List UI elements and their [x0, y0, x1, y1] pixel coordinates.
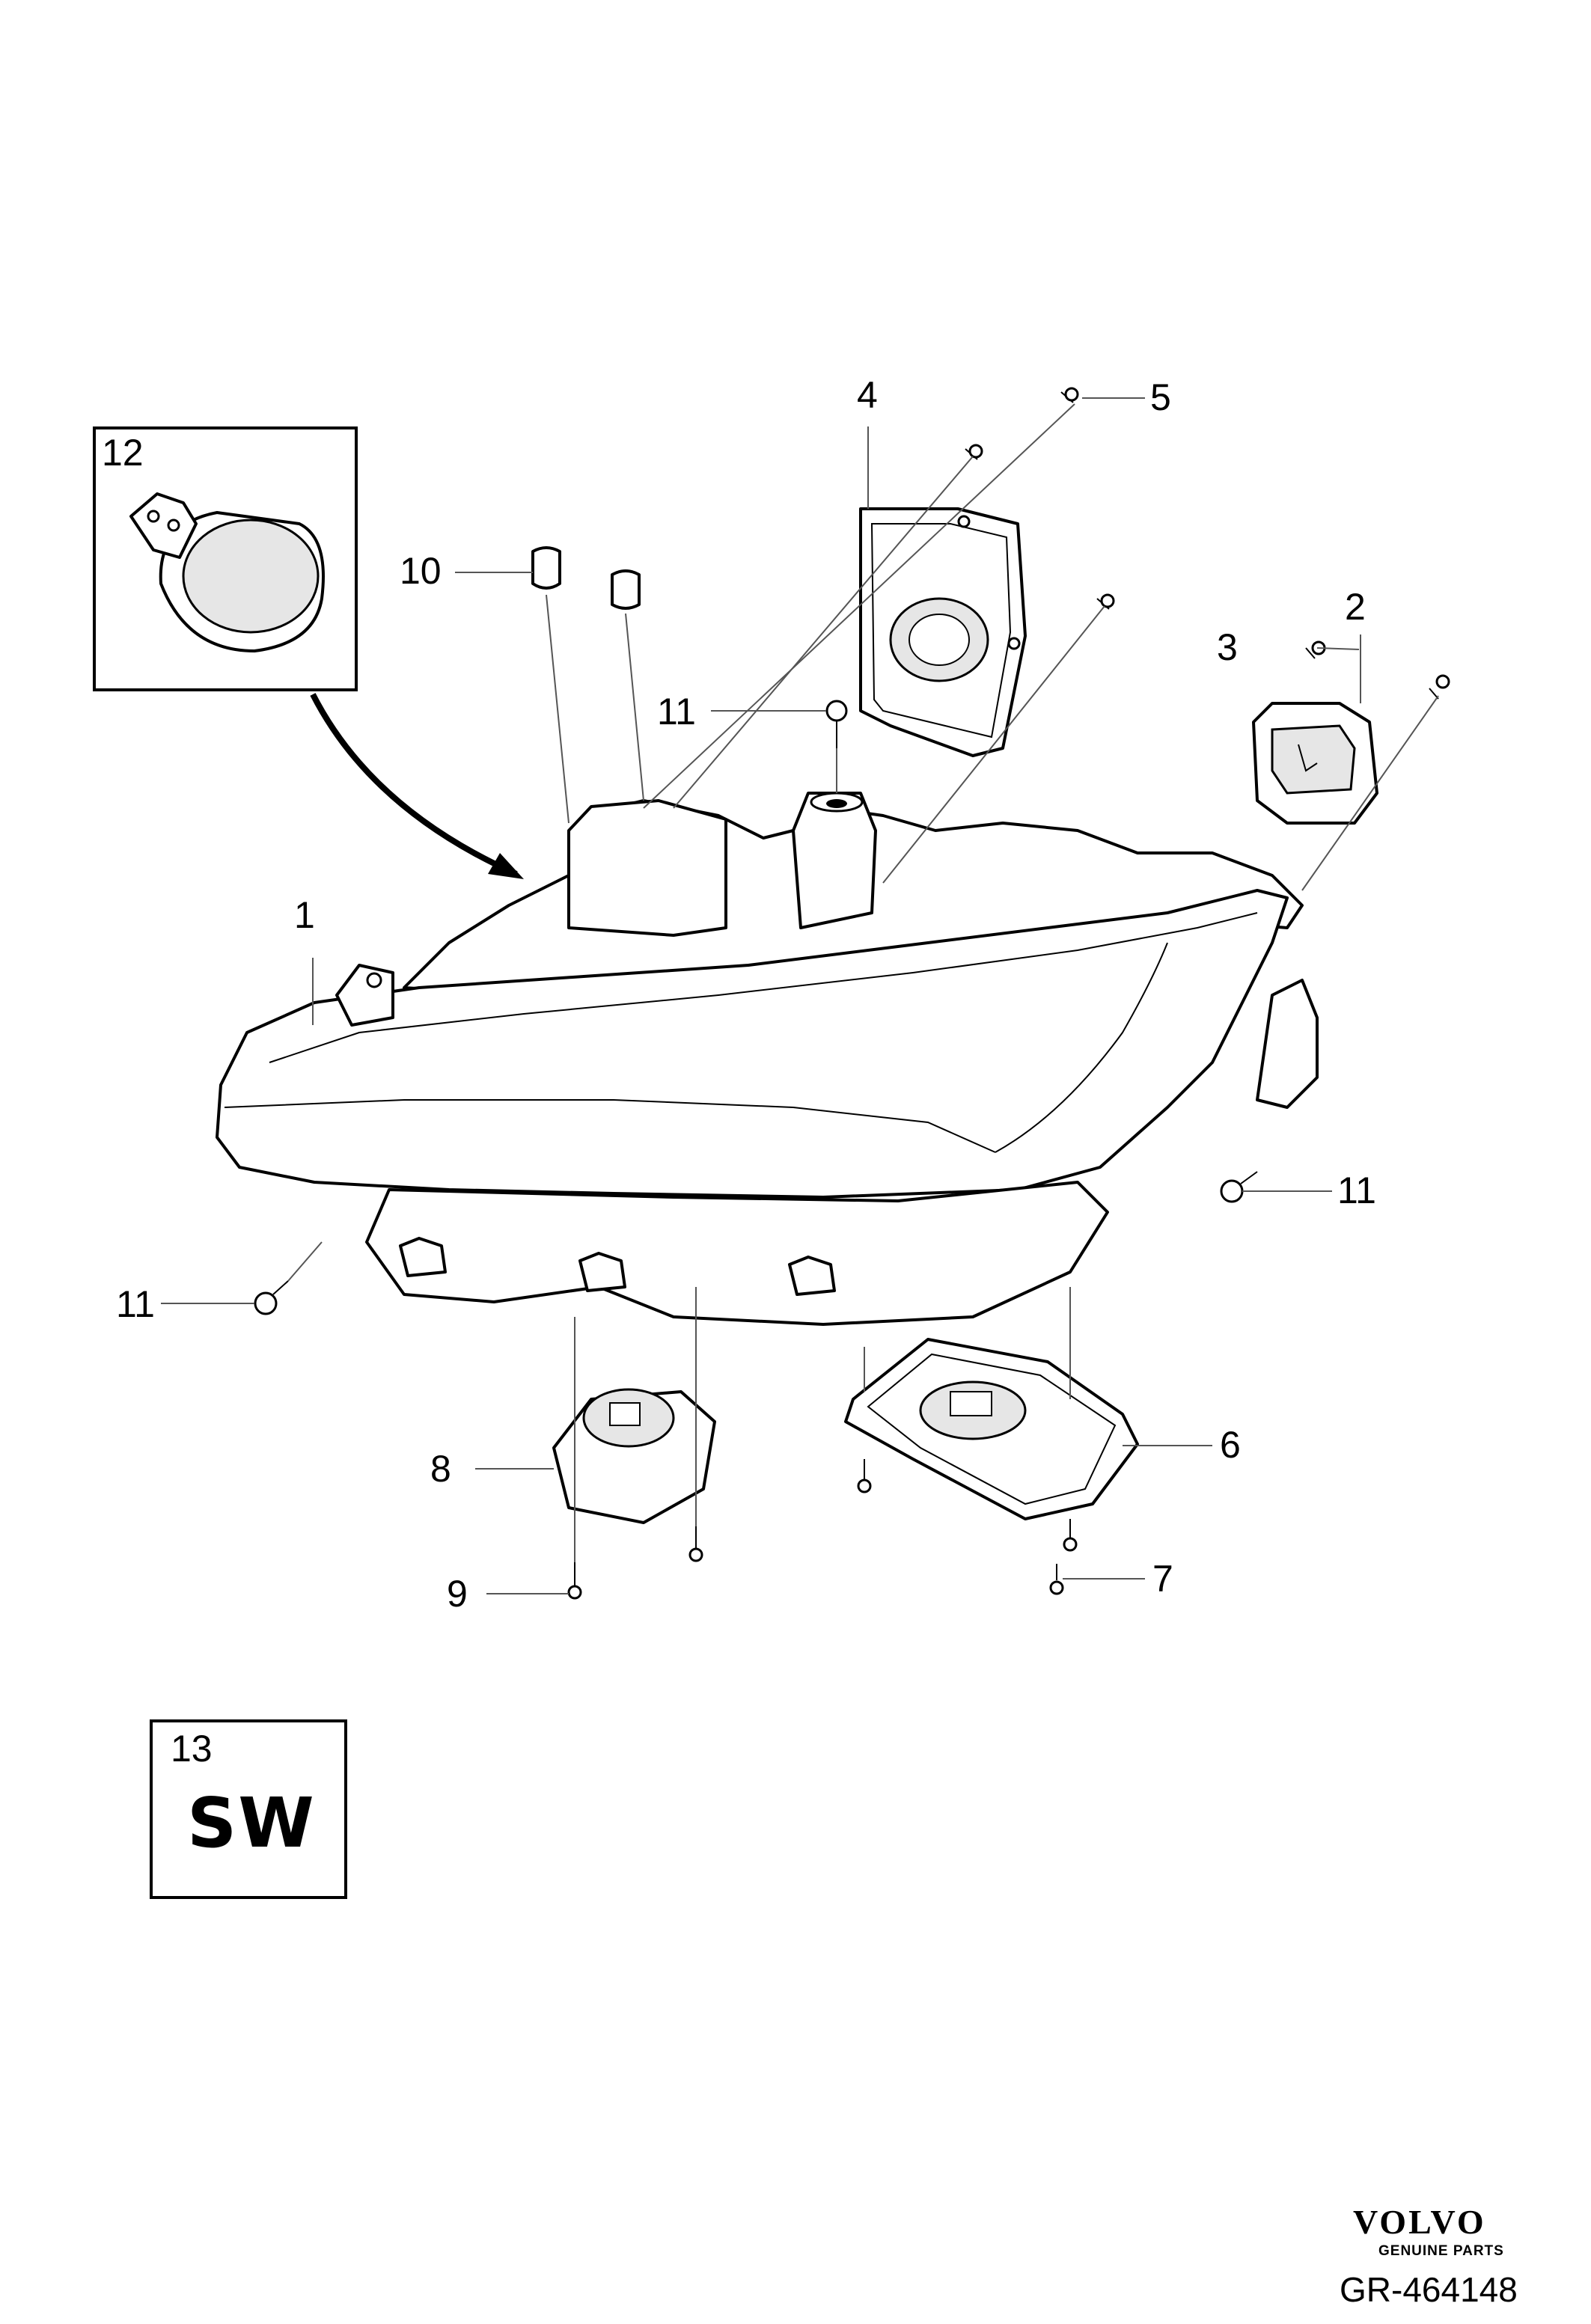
callout-11-top: 11: [657, 691, 696, 733]
screw-7a: [857, 1459, 872, 1493]
screw-3: [1305, 640, 1326, 659]
callout-4: 4: [857, 374, 878, 416]
variant-box-13: 13 SW: [150, 1719, 347, 1899]
callout-1: 1: [294, 894, 315, 936]
screw-2b: [1429, 674, 1450, 700]
inset-box-12: 12: [93, 426, 358, 691]
sw-label: SW: [187, 1783, 316, 1863]
genuine-parts-tagline: GENUINE PARTS: [1378, 2243, 1504, 2259]
module-4-illustration: [859, 507, 1027, 757]
screw-9b: [688, 1526, 703, 1562]
screw-7c: [1049, 1564, 1064, 1595]
callout-2: 2: [1345, 586, 1366, 628]
headlamp-assembly: [216, 792, 1319, 1326]
screw-11-left: [254, 1280, 289, 1315]
dust-cap-illustration: [129, 492, 325, 652]
volvo-logo: VOLVO: [1353, 2203, 1486, 2241]
screw-5a: [1060, 387, 1079, 403]
screw-11-right: [1220, 1171, 1258, 1203]
inset-pointer-arrowhead: [488, 853, 524, 879]
leader-lines: [161, 397, 1439, 1594]
callout-9: 9: [447, 1573, 468, 1615]
inset-pointer-arrow: [310, 693, 518, 877]
screw-5b: [965, 444, 983, 460]
callout-11-right: 11: [1337, 1169, 1376, 1211]
callout-12: 12: [102, 432, 144, 474]
screw-9a: [567, 1562, 582, 1600]
callout-7: 7: [1152, 1558, 1173, 1600]
module-2-illustration: [1252, 702, 1378, 825]
callout-5: 5: [1150, 376, 1171, 418]
screws: [254, 387, 1450, 1600]
callout-3: 3: [1217, 626, 1238, 668]
callout-13: 13: [171, 1728, 213, 1770]
screw-11-top: [825, 700, 848, 748]
module-8-illustration: [552, 1388, 716, 1524]
callout-8: 8: [430, 1448, 451, 1490]
callout-11-left: 11: [116, 1283, 155, 1325]
diagram-reference: GR-464148: [1340, 2270, 1518, 2309]
footer: VOLVO GENUINE PARTS GR-464148: [1340, 2203, 1518, 2309]
callout-10: 10: [400, 550, 442, 592]
cap-parts-10: [531, 546, 641, 610]
screw-5c: [1096, 593, 1115, 610]
callouts: 1 2 3 4 5 6 7 8 9 10 11 11 11: [116, 374, 1376, 1615]
module-6-illustration: [844, 1338, 1139, 1520]
screw-7b: [1063, 1519, 1078, 1552]
callout-6: 6: [1220, 1424, 1241, 1466]
